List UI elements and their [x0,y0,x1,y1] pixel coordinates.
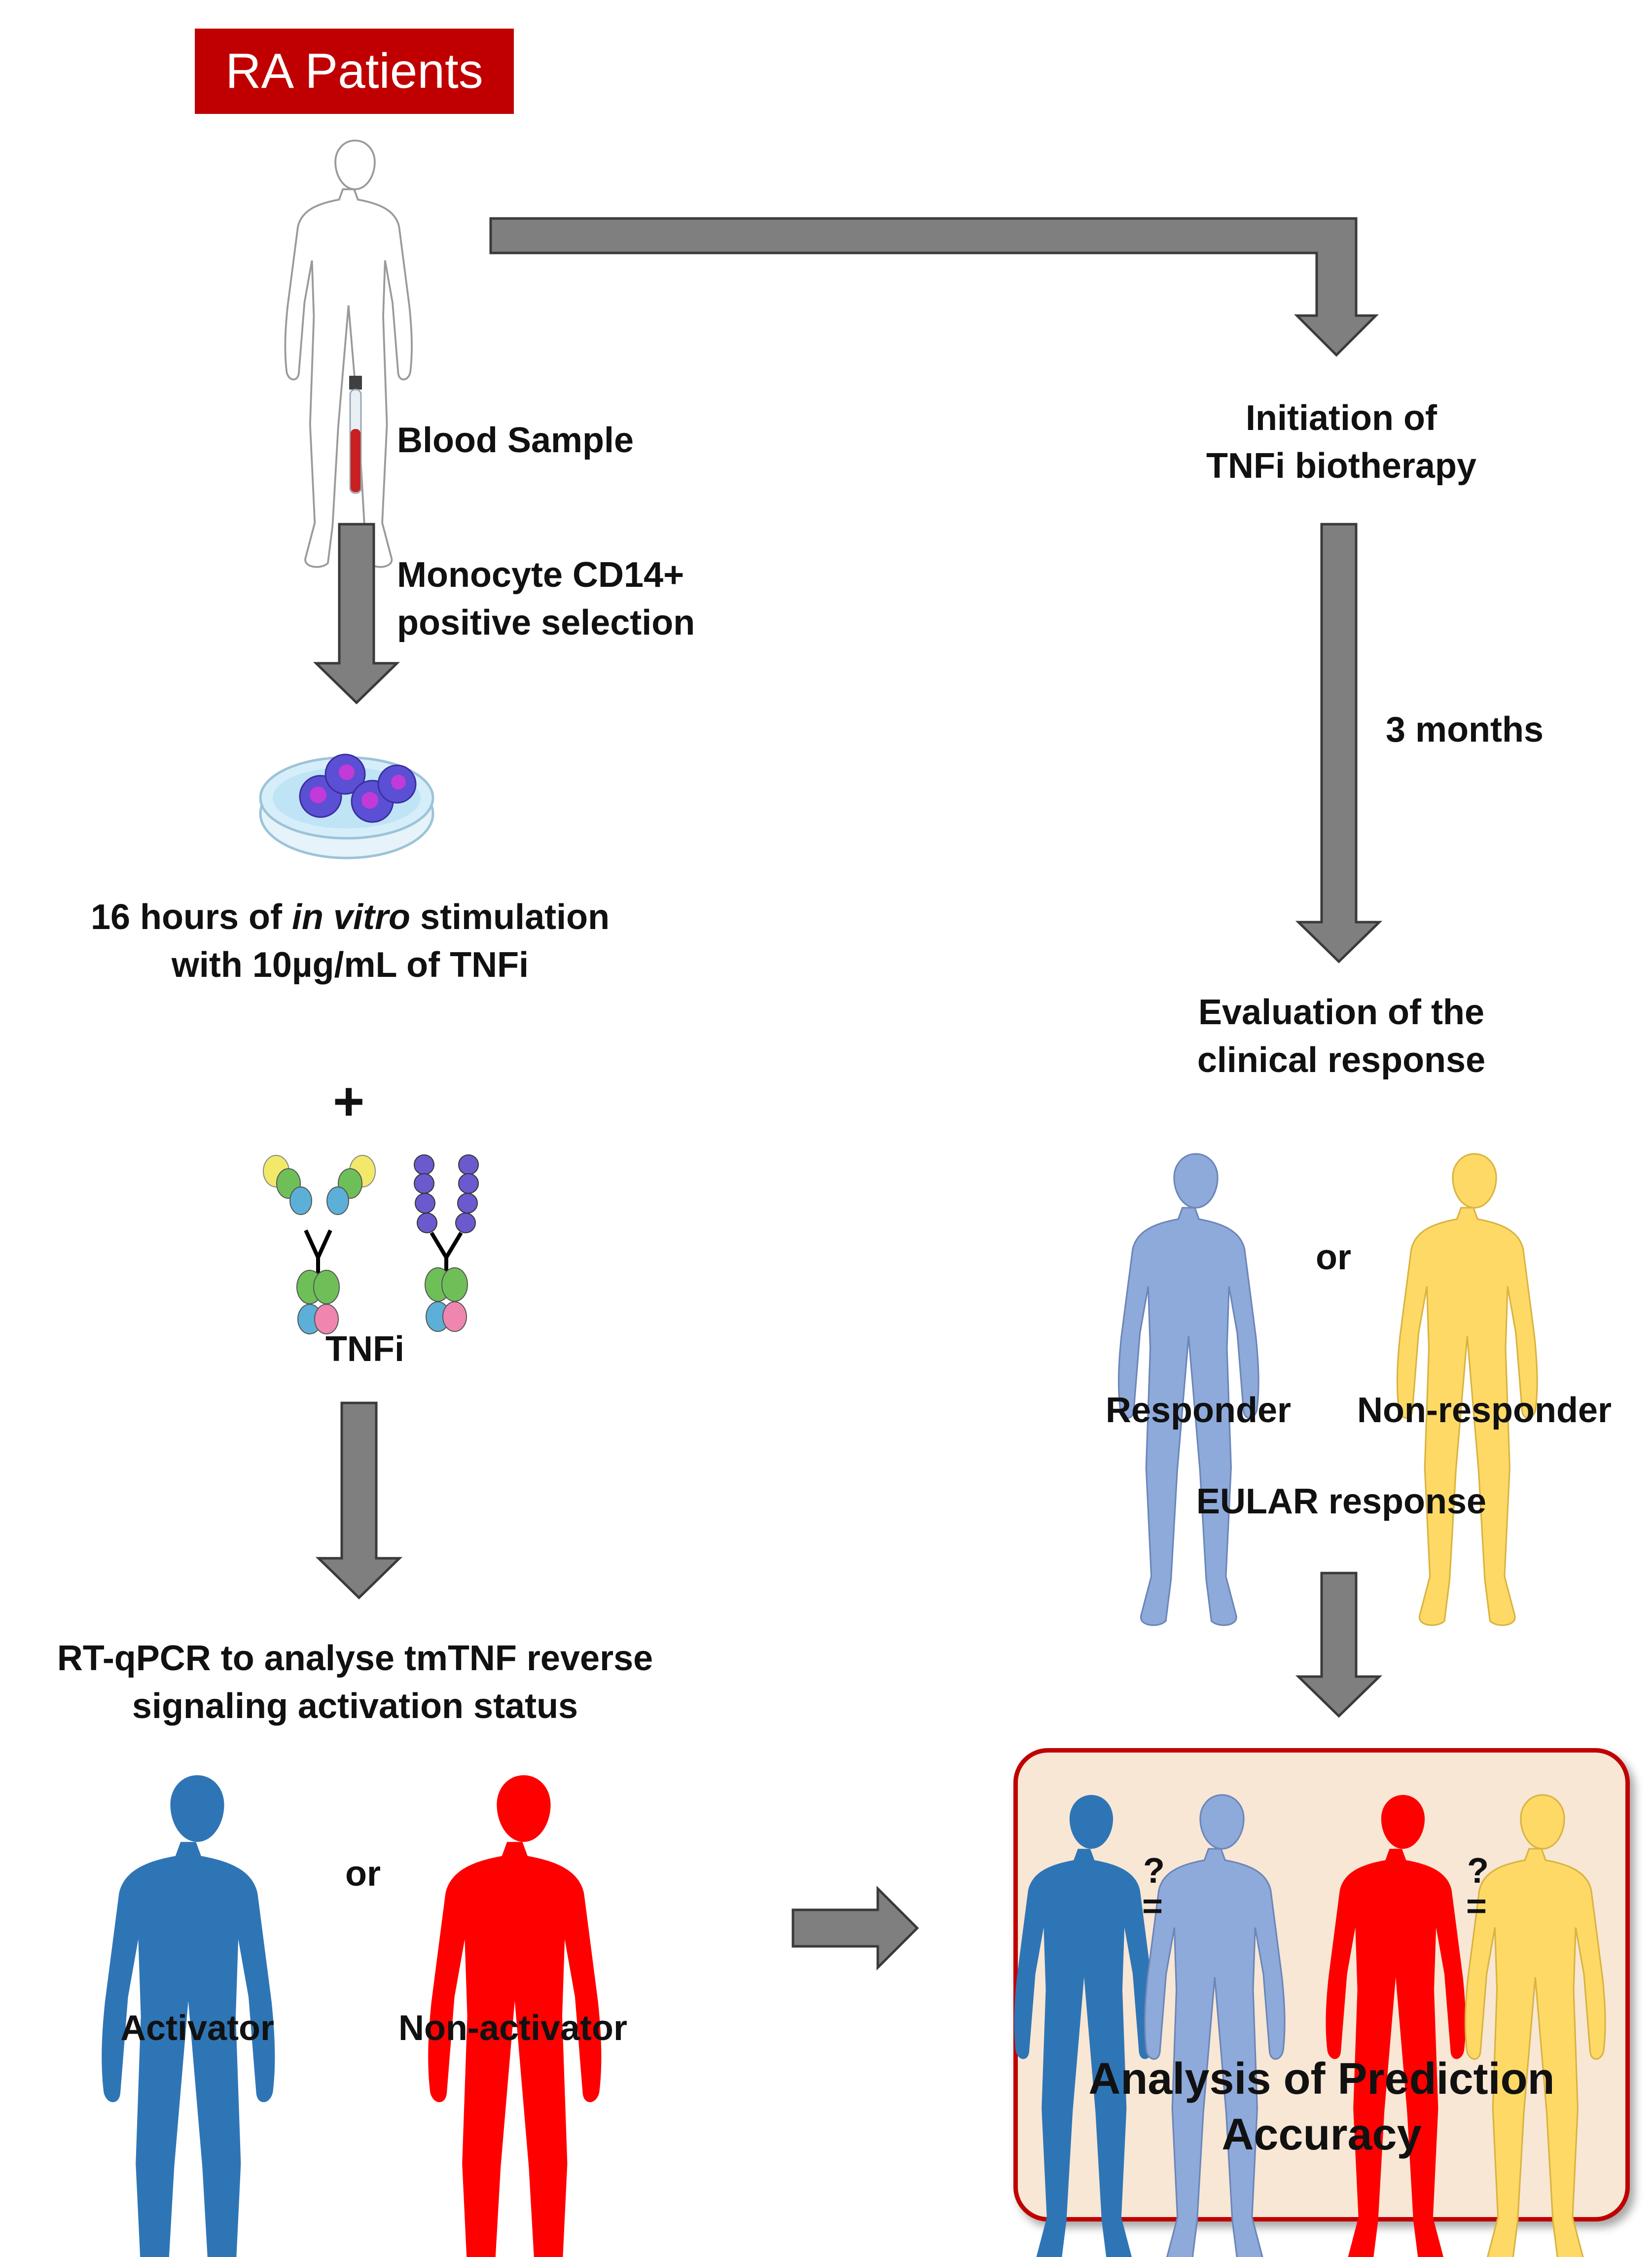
stim-pre: 16 hours of [90,897,292,937]
monocyte-selection-label: Monocyte CD14+ positive selection [397,551,695,647]
responder-label: Responder [1105,1391,1292,1430]
result-responder-icon [1144,1794,1286,2257]
monocyte-line2: positive selection [397,603,695,643]
petri-dish-icon [259,753,434,860]
arrow-to-result [1295,1572,1383,1718]
rtqpcr-label: RT-qPCR to analyse tmTNF reverse signali… [10,1635,700,1730]
or-left-label: or [345,1854,381,1894]
stim-italic: in vitro [292,897,411,937]
analysis-line1: Analysis of Prediction [1088,2054,1555,2104]
evaluation-line1: Evaluation of the [1198,993,1485,1032]
antibody-icon [263,1155,376,1334]
three-months-label: 3 months [1386,710,1544,750]
eular-label: EULAR response [1196,1482,1487,1521]
blood-sample-label: Blood Sample [397,421,634,460]
equals-sign-1: = [1142,1887,1163,1926]
arrow-monocyte-selection [313,523,400,705]
result-non-activator-icon [1326,1795,1466,2257]
non-responder-label: Non-responder [1357,1391,1612,1430]
monocyte-line1: Monocyte CD14+ [397,555,684,595]
title-box: RA Patients [195,29,514,114]
equals-sign-2: = [1466,1887,1487,1926]
activator-label: Activator [120,2008,275,2048]
non-activator-label: Non-activator [398,2008,628,2048]
arrow-to-analysis [791,1885,919,1971]
arrow-to-initiation [489,217,1379,357]
stimulation-label: 16 hours of in vitro stimulation with 10… [54,894,646,989]
arrow-to-rtqpcr [315,1401,403,1600]
title-label: RA Patients [225,43,483,99]
tnfi-label: TNFi [325,1329,404,1369]
analysis-title: Analysis of Prediction Accuracy [1013,2051,1630,2162]
blood-tube-icon [349,376,362,494]
question-mark-1: ? [1143,1851,1165,1891]
fusion-protein-icon [414,1154,479,1332]
initiation-line2: TNFi biotherapy [1206,446,1476,486]
rtqpcr-line1: RT-qPCR to analyse tmTNF reverse [57,1639,653,1678]
question-mark-2: ? [1467,1851,1489,1891]
stimulation-line2: with 10µg/mL of TNFi [171,945,529,985]
evaluation-label: Evaluation of the clinical response [1134,989,1548,1084]
result-activator-icon [1014,1795,1154,2257]
analysis-line2: Accuracy [1221,2110,1422,2159]
initiation-line1: Initiation of [1246,398,1437,438]
or-right-label: or [1316,1238,1351,1277]
rtqpcr-line2: signaling activation status [132,1686,578,1726]
initiation-label: Initiation of TNFi biotherapy [1134,394,1548,490]
stim-post: stimulation [410,897,610,937]
plus-sign: + [333,1071,365,1132]
arrow-three-months [1295,523,1383,964]
evaluation-line2: clinical response [1197,1040,1486,1080]
patient-outline-icon [284,140,413,568]
stimulation-line1: 16 hours of in vitro stimulation [54,894,646,941]
